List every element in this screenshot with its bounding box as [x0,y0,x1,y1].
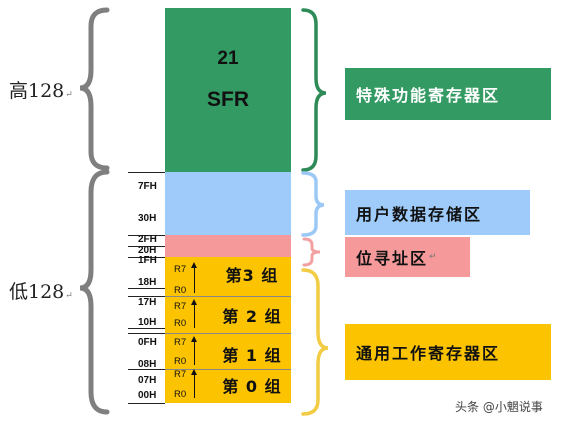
sfr-label: SFR [207,88,249,111]
register-group-3-label: 第3 组 [225,266,279,285]
bit-addressable-brace [302,237,321,267]
group-divider [165,369,291,370]
sfr-number: 21 [217,48,239,69]
address-tick [128,296,165,297]
region-general-registers-box: 通用工作寄存器区 [345,324,551,380]
region-bit-addressable-box: 位寻址区↵ [345,237,470,277]
address-tick [128,246,165,247]
sfr-brace [301,8,327,172]
address-30h: 30H [138,213,157,224]
region-user-data-box: 用户数据存储区 [345,190,530,235]
address-18h: 18H [138,277,157,288]
up-arrow-icon [191,262,197,268]
region-sfr-box: 特殊功能寄存器区 [345,68,551,120]
register-r0-label: R0 [174,318,187,329]
address-0fh: 0FH [138,337,157,348]
up-arrow-icon [191,299,197,305]
low-brace [79,169,110,415]
address-tick [128,257,165,258]
address-tick [128,333,165,334]
general-registers-block [165,257,291,403]
register-r7-label: R7 [174,264,187,275]
address-7fh: 7FH [138,181,157,192]
register-group-2-label: 第 2 组 [222,307,282,326]
address-tick [128,328,165,329]
general-registers-brace [301,268,329,416]
high-brace [79,7,110,171]
address-1fh: 1FH [138,255,157,266]
arrow-shaft [194,374,195,398]
register-r7-label: R7 [174,301,187,312]
address-10h: 10H [138,317,157,328]
address-07h: 07H [138,375,157,386]
up-arrow-icon [191,336,197,342]
address-08h: 08H [138,359,157,370]
address-17h: 17H [138,297,157,308]
address-tick [128,403,165,404]
group-divider [165,333,291,334]
address-20h: 20H [138,245,157,256]
register-r0-label: R0 [174,285,187,296]
address-00h: 00H [138,390,157,401]
register-group-0-label: 第 0 组 [222,377,282,396]
up-arrow-icon [191,369,197,375]
bit-addressable-block [165,235,291,257]
register-r7-label: R7 [174,337,187,348]
register-group-1-label: 第 1 组 [222,346,282,365]
register-r0-label: R0 [174,389,187,400]
address-tick [128,288,165,289]
register-r0-label: R0 [174,356,187,367]
register-r7-label: R7 [174,369,187,380]
address-tick [128,369,165,370]
address-tick [128,172,165,173]
watermark-text: 头条 @小魍说事 [455,400,543,414]
arrow-shaft [194,267,195,293]
address-2fh: 2FH [138,234,157,245]
user-data-block [165,172,291,235]
group-divider [165,296,291,297]
user-data-brace [301,171,325,237]
address-tick [128,235,165,236]
low-128-label: 低128↵ [9,281,73,303]
arrow-shaft [194,341,195,365]
high-128-label: 高128↵ [9,80,73,102]
arrow-shaft [194,304,195,328]
sfr-block [165,8,291,172]
